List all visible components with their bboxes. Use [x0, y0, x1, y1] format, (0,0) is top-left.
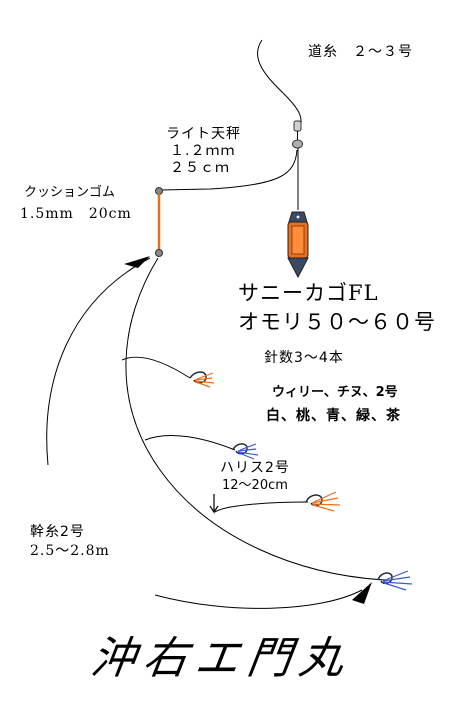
cushion-bottom-bead — [155, 249, 163, 257]
branch-2 — [144, 434, 236, 451]
arrow-bottom — [352, 582, 372, 604]
swivel — [292, 120, 303, 149]
trunk-arc-bottom — [154, 589, 363, 609]
branch-3 — [214, 501, 309, 513]
fly-4 — [377, 570, 413, 591]
fly-1 — [189, 371, 215, 388]
label-tenbin-size2: ２５ｃｍ — [170, 160, 230, 176]
trunk-arc-left — [46, 257, 151, 466]
label-main-line: 道糸 ２～３号 — [308, 44, 413, 60]
label-sinker: オモリ５０～６０号 — [238, 310, 436, 334]
label-hook-types: ウィリー、チヌ、2号 — [272, 385, 398, 400]
label-hook-count: 針数3～4本 — [264, 350, 344, 366]
main-line — [257, 39, 302, 131]
label-hook-colors: 白、桃、青、緑、茶 — [266, 408, 401, 424]
trunk-main — [125, 257, 386, 581]
label-harisu-length: 12～20cm — [222, 478, 288, 493]
label-cushion-title: クッションゴム — [24, 185, 116, 200]
arrow-top — [124, 256, 150, 268]
label-harisu-title: ハリス2号 — [220, 460, 290, 476]
label-tenbin-title: ライト天秤 — [166, 126, 241, 142]
label-tenbin-size1: １.２ｍｍ — [170, 143, 236, 159]
label-basket-name: サニーカゴFL — [238, 281, 379, 305]
label-trunk-size: 2.5～2.8m — [30, 543, 110, 559]
branch-1 — [121, 356, 191, 379]
tenbin-arm — [159, 149, 298, 191]
brand-signature: 沖右エ門丸 — [87, 633, 355, 684]
label-cushion-size: 1.5mm 20cm — [20, 206, 132, 222]
basket-sinker — [287, 200, 309, 279]
cushion-top-bead — [155, 187, 163, 195]
fly-2 — [232, 443, 259, 460]
harisu-arrow — [209, 494, 219, 514]
fly-3 — [305, 491, 341, 512]
label-trunk-title: 幹糸2号 — [30, 524, 85, 540]
